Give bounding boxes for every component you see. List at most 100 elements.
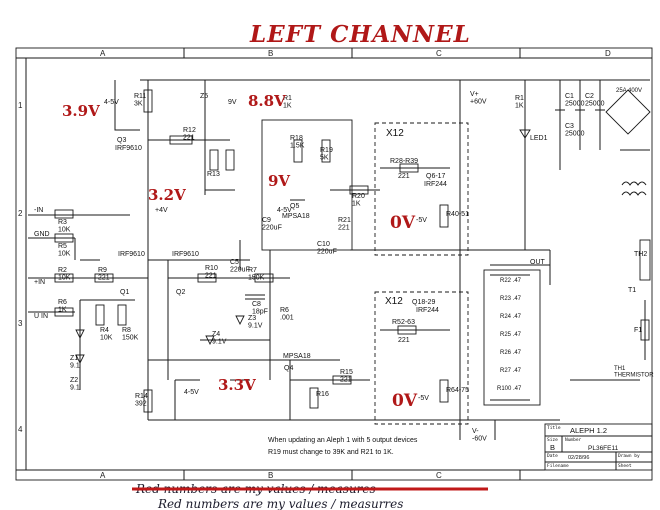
label-q3-type: IRF9610 xyxy=(115,145,142,152)
label-r22: R22 .47 xyxy=(500,278,522,284)
label-plus4v: +4V xyxy=(155,207,168,214)
label-q4: Q4 xyxy=(284,365,293,372)
label-r26: R26 .47 xyxy=(500,350,522,356)
label-r64-75: R64-75 xyxy=(446,387,469,394)
red-annotation-q3: 3.9V xyxy=(62,102,100,120)
label-r27: R27 .47 xyxy=(500,368,522,374)
label-x12-bottom: X12 xyxy=(385,296,403,307)
label-minus5v: -5V xyxy=(416,217,427,224)
tb-sheet-label: Sheet xyxy=(618,463,632,469)
tb-title-value: ALEPH 1.2 xyxy=(570,426,607,435)
label-t1: T1 xyxy=(628,287,636,294)
tb-size-value: B xyxy=(550,443,555,452)
label-in-minus: -IN xyxy=(34,207,43,214)
label-r52-val: 221 xyxy=(398,337,410,344)
red-annotation-bottom: 3.3V xyxy=(218,376,256,394)
label-th2: TH2 xyxy=(634,251,647,258)
label-q5: Q5 xyxy=(290,203,299,210)
tb-size-label: Size xyxy=(547,437,558,443)
red-annotation-x12-bottom: 0V xyxy=(392,391,418,411)
grid-col-a-bottom: A xyxy=(100,471,106,480)
label-vminus: V--60V xyxy=(472,428,487,443)
label-r13: R13 xyxy=(207,171,220,178)
grid-row-1: 1 xyxy=(18,101,23,110)
label-irf244: IRF244 xyxy=(424,181,447,188)
red-annotation-q5: 9V xyxy=(268,172,290,190)
tb-drawn-label: Drawn by xyxy=(618,453,640,459)
label-r40-51: R40-51 xyxy=(446,211,469,218)
label-out: OUT xyxy=(530,259,546,266)
label-q1-type: IRF9610 xyxy=(118,251,145,258)
grid-row-4: 4 xyxy=(18,425,23,434)
label-f1: F1 xyxy=(634,327,642,334)
label-q2: Q2 xyxy=(176,289,185,296)
x12-top-module xyxy=(374,122,469,256)
tb-filename-label: Filename xyxy=(547,463,569,469)
label-gnd: GND xyxy=(34,231,50,238)
label-q3: Q3 xyxy=(117,137,126,144)
label-irf244-b: IRF244 xyxy=(416,307,439,314)
label-r24: R24 .47 xyxy=(500,314,522,320)
label-bridge: 25A 400V xyxy=(616,88,642,94)
grid-col-d: D xyxy=(605,49,611,58)
grid-col-b: B xyxy=(268,49,273,58)
red-annotation-top: 8.8V xyxy=(248,92,286,110)
update-note-line2: R19 must change to 39K and R21 to 1K. xyxy=(268,449,394,456)
label-r6-001: R6.001 xyxy=(280,307,294,322)
label-minus5v-b: -5V xyxy=(418,395,429,402)
label-q18-29: Q18-29 xyxy=(412,299,435,306)
tb-date-value: 02/28/96 xyxy=(568,455,589,461)
label-r52-63: R52-63 xyxy=(392,319,415,326)
label-r28-39-val: 221 xyxy=(398,173,410,180)
tb-title-label: Title xyxy=(547,425,561,431)
label-led1: LED1 xyxy=(530,135,548,142)
label-r28-39: R28-R39 xyxy=(390,158,418,165)
update-note-line1: When updating an Aleph 1 with 5 output d… xyxy=(268,437,418,444)
label-r100: R100 .47 xyxy=(497,386,522,392)
label-u-in: U IN xyxy=(34,313,48,320)
label-x12-top: X12 xyxy=(386,128,404,139)
drawing-frame xyxy=(15,47,653,481)
title-block xyxy=(544,423,653,471)
label-q5-type: MPSA18 xyxy=(282,213,310,220)
label-vplus: V++60V xyxy=(470,91,487,106)
label-z5: Z5 xyxy=(200,93,208,100)
label-q4-type: MPSA18 xyxy=(283,353,311,360)
red-annotation-x12-top: 0V xyxy=(390,213,416,233)
grid-row-2: 2 xyxy=(18,209,23,218)
tb-number-label: Number xyxy=(565,437,582,443)
label-q1: Q1 xyxy=(120,289,129,296)
label-q2-type: IRF9610 xyxy=(172,251,199,258)
